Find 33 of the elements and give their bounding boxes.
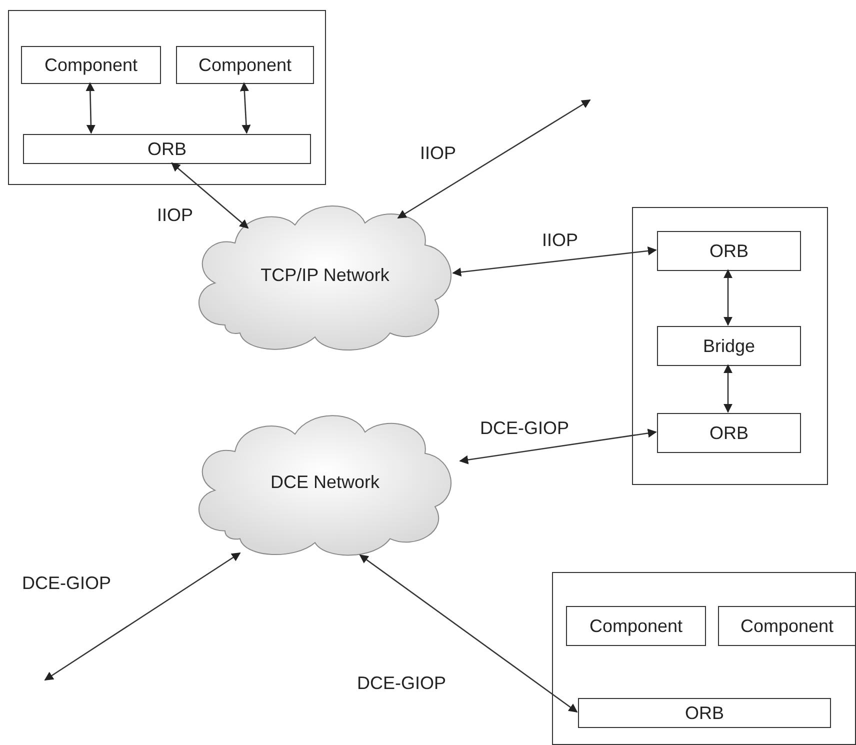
- process-box: [176, 46, 314, 84]
- double-arrow: [171, 162, 249, 229]
- node-label: Component: [589, 616, 683, 636]
- node-label: ORB: [684, 702, 724, 724]
- container-box: [632, 207, 828, 485]
- process-box: [657, 231, 801, 271]
- container-box: [552, 572, 856, 745]
- process-box: [657, 413, 801, 453]
- double-arrow: [452, 246, 657, 277]
- double-arrow: [240, 82, 251, 134]
- node-label: ORB: [147, 138, 186, 160]
- node-label: Component: [740, 616, 834, 636]
- double-arrow: [724, 364, 732, 413]
- double-arrow: [397, 99, 591, 219]
- double-arrow: [359, 554, 578, 713]
- node-label: Bridge: [702, 336, 756, 356]
- process-box: [23, 134, 311, 164]
- node-label: DCE Network: [270, 472, 380, 493]
- node-label: Component: [44, 54, 138, 76]
- double-arrow: [459, 428, 657, 464]
- double-arrow: [86, 82, 96, 134]
- node-label: TCP/IP Network: [260, 264, 390, 286]
- process-box: [718, 606, 856, 646]
- process-box: [566, 606, 706, 646]
- process-box: [578, 698, 831, 728]
- double-arrow: [44, 552, 241, 681]
- process-box: [21, 46, 161, 84]
- container-box: [8, 10, 326, 185]
- node-label: ORB: [709, 422, 748, 444]
- node-label: ORB: [709, 240, 748, 262]
- double-arrow: [724, 269, 732, 326]
- process-box: [657, 326, 801, 366]
- node-label: Component: [198, 54, 292, 76]
